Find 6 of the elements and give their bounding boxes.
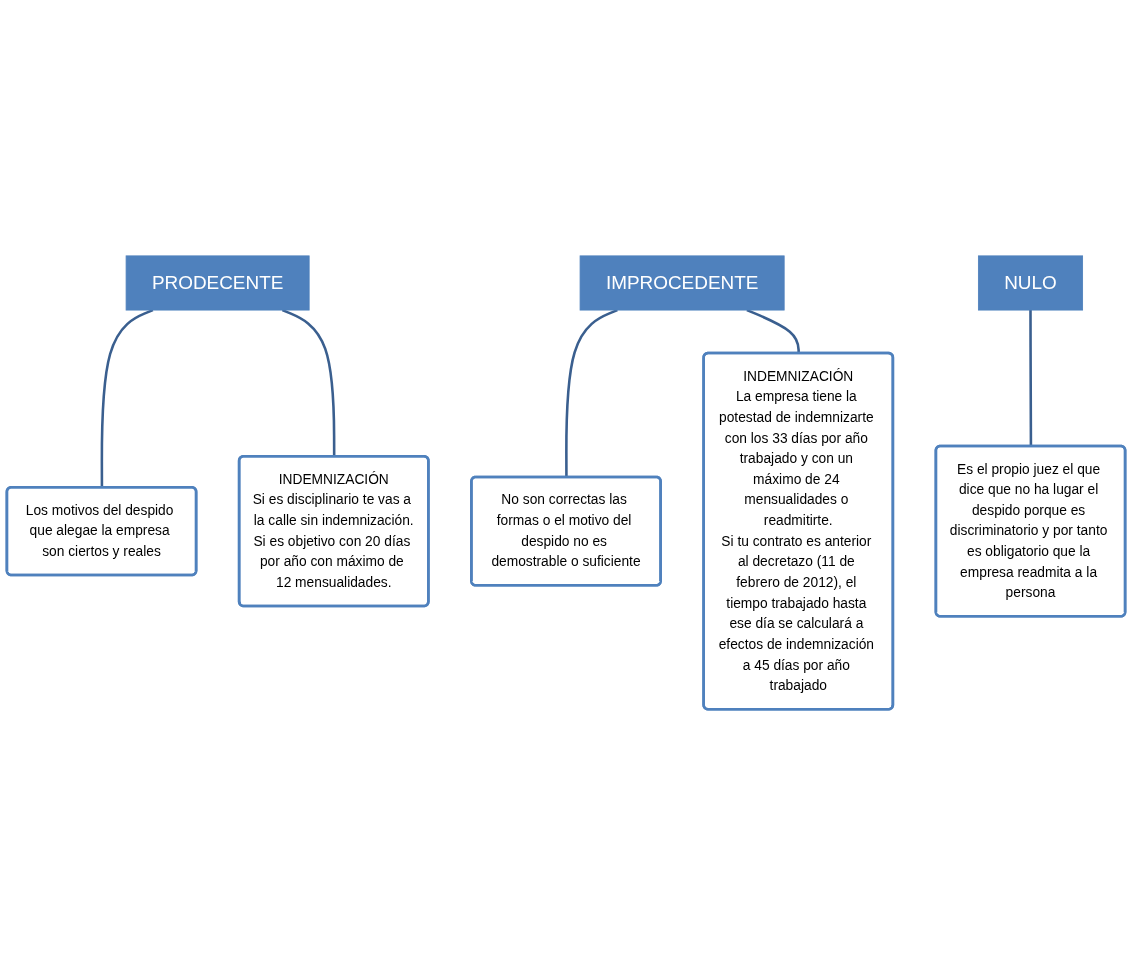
node-box: NULO [977, 255, 1083, 311]
connector [746, 309, 800, 354]
node-box: PRODECENTE [125, 255, 310, 311]
connector [565, 309, 618, 478]
connector [1029, 310, 1033, 447]
node-box: IMPROCEDENTE [579, 255, 785, 311]
